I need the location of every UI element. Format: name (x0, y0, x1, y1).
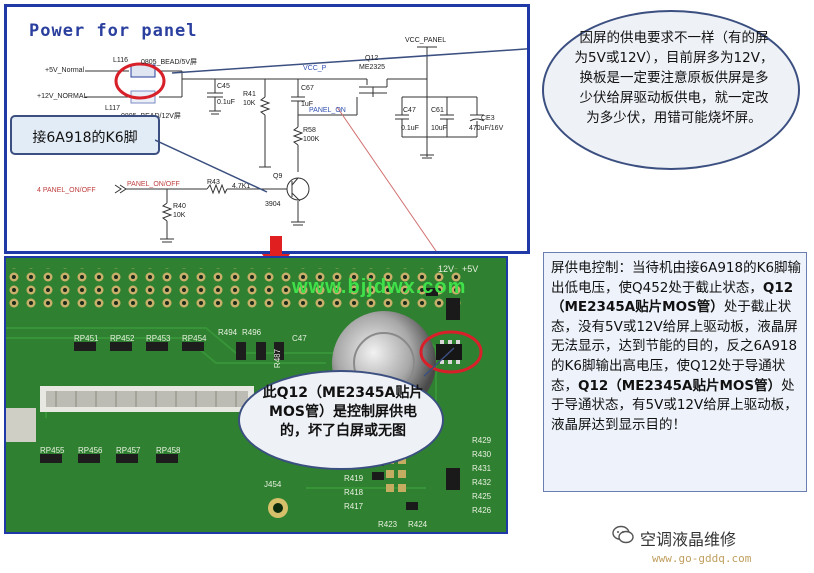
label-l117: L117 (105, 105, 121, 112)
label-r41: R41 (243, 91, 256, 98)
callout-screen-voltage: 因屏的供电要求不一样（有的屏为5V或12V），目前屏多为12V，换板是一定要注意… (542, 10, 800, 170)
silk-r419: R419 (344, 474, 364, 483)
silk-r496: R496 (242, 328, 262, 337)
label-r58: R58 (303, 127, 316, 134)
description-bold2: Q12（ME2345A贴片MOS管） (578, 377, 782, 394)
silk-r424: R424 (408, 520, 428, 529)
silk-r431: R431 (472, 464, 492, 473)
description-part3: 处于导通状态，有5V或12V给屏上驱动板，液晶屏达到显示目的！ (551, 377, 798, 433)
label-ce3: CE3 (481, 115, 495, 122)
label-l116: L116 (113, 57, 129, 64)
label-c61-value: 10uF (431, 125, 447, 132)
label-r41-value: 10K (243, 100, 256, 107)
silk-rp452: RP452 (110, 334, 135, 343)
silk-r426: R426 (472, 506, 492, 515)
silk-rp458: RP458 (156, 446, 181, 455)
label-r43-value: 4.7K1 (232, 183, 251, 190)
silk-rp453: RP453 (146, 334, 171, 343)
label-q12-value: ME2325 (359, 64, 386, 71)
footer-url: www.go-gddq.com (652, 552, 752, 565)
wechat-icon (612, 525, 634, 544)
description-part2: 处于截止状态，没有5V或12V给屏上驱动板，液晶屏无法显示，达到节能的目的，反之… (551, 299, 798, 394)
watermark: www.bjjdwx.com (292, 276, 467, 298)
schematic-wires (85, 46, 527, 251)
label-r40-value: 10K (173, 212, 186, 219)
silk-r494: R494 (218, 328, 238, 337)
label-c47-value: 0.1uF (401, 125, 419, 132)
label-c45: C45 (217, 83, 230, 90)
silk-c47: C47 (292, 334, 307, 343)
silk-r432: R432 (472, 478, 492, 487)
callout-mos-text: 此Q12（ME2345A贴片MOS管）是控制屏供电的，坏了白屏或无图 (262, 385, 424, 439)
label-r40: R40 (173, 203, 186, 210)
silk-r425: R425 (472, 492, 492, 501)
label-vcc-panel: VCC_PANEL (405, 37, 447, 44)
silk-5v: +5V (462, 264, 479, 274)
label-ce3-value: 470uF/16V (469, 125, 504, 132)
label-q9: Q9 (273, 173, 283, 180)
label-c45-value: 0.1uF (217, 99, 235, 106)
highlight-ring-bead (114, 62, 166, 100)
label-r58-value: 100K (303, 136, 320, 143)
description-part1: 屏供电控制：当待机由接6A918的K6脚输出低电压，使Q452处于截止状态， (551, 260, 802, 296)
silk-r423: R423 (378, 520, 398, 529)
callout-k6-pin: 接6A918的K6脚 (10, 115, 160, 155)
callout-k6-pin-text: 接6A918的K6脚 (32, 130, 138, 146)
silk-r430: R430 (472, 450, 492, 459)
callout-k6-pointer (155, 139, 268, 193)
silk-r487: R487 (273, 348, 283, 369)
silk-r417: R417 (344, 502, 364, 511)
label-panel-on: PANEL_ON (309, 107, 346, 114)
callout-mos-pointer (423, 347, 455, 377)
silk-r418: R418 (344, 488, 364, 497)
label-12v-normal: +12V_NORMAL (37, 93, 88, 100)
silk-rp451: RP451 (74, 334, 99, 343)
silk-12v: 12V (438, 264, 455, 274)
silk-rp454: RP454 (182, 334, 207, 343)
label-5v-normal: +5V_Normal (45, 67, 85, 74)
label-q12: Q12 (365, 55, 379, 62)
label-c67-value: 1uF (301, 101, 314, 108)
footer-brand: 空调液晶维修 (640, 530, 737, 549)
description-text: 屏供电控制：当待机由接6A918的K6脚输出低电压，使Q452处于截止状态，Q1… (551, 259, 803, 435)
silk-rp457: RP457 (116, 446, 141, 455)
highlight-ring-q12 (419, 330, 483, 374)
label-c47: C47 (403, 107, 416, 114)
label-r43: R43 (207, 179, 220, 186)
silk-rp456: RP456 (78, 446, 103, 455)
label-vcc-p: VCC_P (303, 65, 327, 72)
label-c67: C67 (301, 85, 314, 92)
label-c61: C61 (431, 107, 444, 114)
description-box: 屏供电控制：当待机由接6A918的K6脚输出低电压，使Q452处于截止状态，Q1… (543, 252, 807, 492)
callout-mos: 此Q12（ME2345A贴片MOS管）是控制屏供电的，坏了白屏或无图 (238, 370, 444, 470)
silk-rp455: RP455 (40, 446, 65, 455)
description-bold1: Q12（ME2345A贴片MOS管） (551, 279, 794, 316)
label-panel-onoff-input: 4 PANEL_ON/OFF (37, 187, 96, 194)
silk-j454: J454 (264, 480, 282, 489)
label-panel-onoff: PANEL_ON/OFF (127, 181, 180, 188)
callout-screen-voltage-text: 因屏的供电要求不一样（有的屏为5V或12V），目前屏多为12V，换板是一定要注意… (574, 30, 774, 126)
label-bead5: 0805_BEAD/5V屏 (141, 59, 198, 66)
silk-r429: R429 (472, 436, 492, 445)
schematic-title: Power for panel (29, 21, 198, 41)
label-q9-value: 3904 (265, 201, 281, 208)
